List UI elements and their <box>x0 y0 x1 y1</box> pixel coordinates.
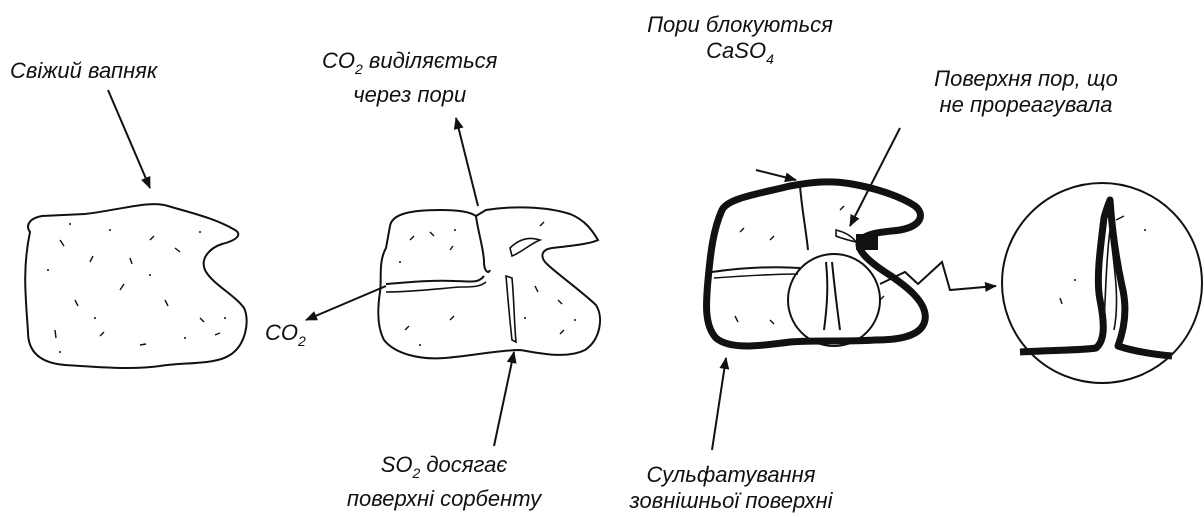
sulfated-particle <box>706 128 996 450</box>
label-pores-blocked: Пори блокуються CaSO4 <box>620 12 860 72</box>
so2-arrow <box>494 352 514 446</box>
label-outer-sulfation: Сульфатування зовнішньої поверхні <box>606 462 856 514</box>
fresh-particle <box>25 90 246 368</box>
fresh-limestone-arrow <box>108 90 150 188</box>
zoom-circle-small <box>788 254 880 346</box>
calcining-particle <box>306 118 600 446</box>
label-co2-pores: CO2 виділяється через пори <box>322 48 497 108</box>
co2-out-arrow <box>306 286 386 320</box>
zoom-connector <box>880 262 996 290</box>
zoomed-pore <box>1002 183 1202 383</box>
label-co2-out: CO2 <box>265 320 306 354</box>
label-so2-reaches: SO2 досягає поверхні сорбенту <box>316 452 572 512</box>
co2-pores-arrow <box>456 118 478 206</box>
label-unreacted-surface: Поверхня пор, що не прореагувала <box>906 66 1146 118</box>
outer-sulfation-arrow <box>712 358 726 450</box>
unreacted-arrow <box>850 128 900 226</box>
pores-blocked-arrow <box>756 170 796 180</box>
label-fresh-limestone: Свіжий вапняк <box>10 58 157 84</box>
